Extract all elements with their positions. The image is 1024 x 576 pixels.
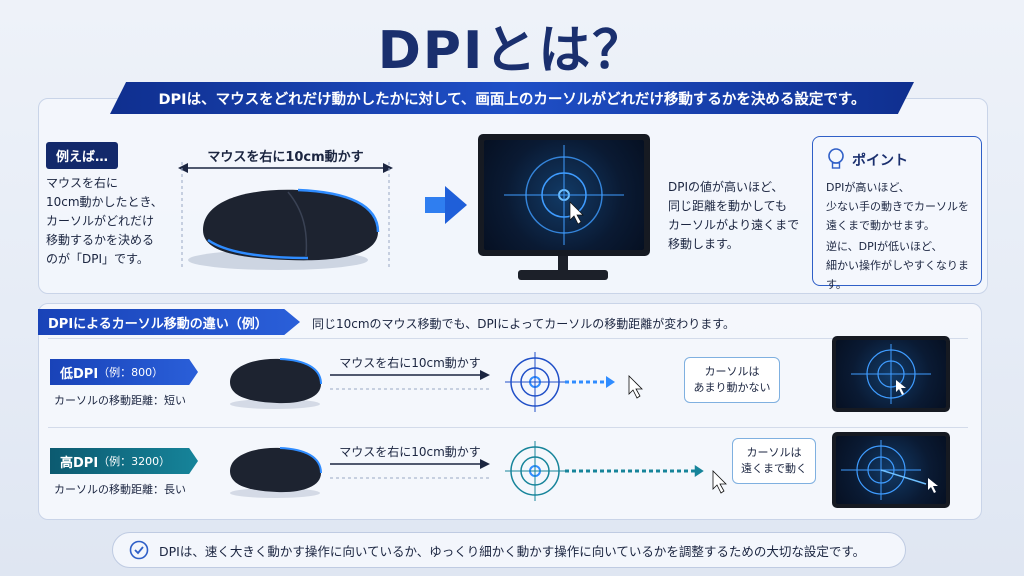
high-move-label: マウスを右に10cm動かす [339, 445, 481, 459]
point-text: DPIが高いほど、 少ない手の動きでカーソルを 遠くまで動かせます。 逆に、DP… [826, 178, 982, 294]
cursor-icon [712, 470, 727, 494]
move-distance-label: マウスを右に10cm動かす [207, 150, 364, 165]
low-move-label: マウスを右に10cm動かす [339, 356, 481, 370]
low-dpi-tag: 低DPI （例：800） [50, 359, 198, 385]
comparison-intro: 同じ10cmのマウス移動でも、DPIによってカーソルの移動距離が変わります。 [312, 317, 736, 331]
definition-banner: DPIは、マウスをどれだけ動かしたかに対して、画面上のカーソルがどれだけ移動する… [110, 82, 914, 114]
right-arrow-icon [425, 186, 467, 224]
lightbulb-icon [828, 148, 844, 169]
point-line: DPIが高いほど、 [826, 181, 910, 194]
mouse-illustration-large [178, 162, 393, 270]
example-line: カーソルがどれだけ [46, 214, 155, 228]
divider [48, 338, 968, 339]
bubble-line: あまり動かない [693, 381, 771, 394]
note-line: DPIの値が高いほど、 [668, 180, 784, 194]
high-dpi-example: （例：3200） [98, 455, 171, 468]
monitor-stand [518, 270, 608, 280]
cursor-icon [928, 478, 938, 493]
point-line: 逆に、DPIが低いほど、 [826, 240, 943, 253]
summary-text: DPIは、速く大きく動かす操作に向いているか、ゆっくり細かく動かす操作に向いてい… [159, 543, 866, 559]
crosshair-target-icon [505, 352, 565, 412]
low-dpi-desc: カーソルの移動距離：短い [54, 394, 186, 407]
mouse-icon [230, 358, 322, 409]
low-distance-arrowhead [606, 376, 615, 388]
high-dpi-label: 高DPI [60, 455, 99, 471]
note-line: 移動します。 [668, 237, 739, 251]
point-line: 少ない手の動きでカーソルを [826, 200, 969, 213]
cursor-icon [896, 380, 906, 395]
cursor-icon [569, 201, 584, 225]
high-dpi-tag: 高DPI （例：3200） [50, 448, 198, 474]
monitor-neck [558, 256, 568, 272]
example-line: 移動するかを決める [46, 233, 155, 247]
monitor-large [478, 134, 650, 256]
bubble-line: カーソルは [746, 446, 802, 459]
low-dpi-cursor-track [505, 352, 643, 412]
monitor-small-high [832, 432, 950, 508]
example-text: マウスを右に 10cm動かしたとき、 カーソルがどれだけ 移動するかを決める の… [46, 174, 181, 269]
note-line: カーソルがより遠くまで [668, 218, 800, 232]
high-move-arrow [330, 459, 490, 479]
crosshair-target-icon [851, 344, 931, 404]
monitor-screen [484, 140, 644, 250]
crosshair-target-icon [505, 441, 565, 501]
high-dpi-bubble: カーソルは 遠くまで動く [732, 438, 816, 484]
low-dpi-example: （例：800） [98, 366, 164, 379]
point-title: ポイント [852, 153, 908, 169]
comparison-panel [38, 303, 982, 520]
high-dpi-desc: カーソルの移動距離：長い [54, 483, 186, 496]
bubble-line: カーソルは [704, 365, 760, 378]
low-move-arrow [330, 370, 490, 390]
comparison-tag: DPIによるカーソル移動の違い（例） [38, 309, 300, 335]
crosshair-target-icon [841, 440, 938, 500]
example-line: 10cm動かしたとき、 [46, 195, 163, 209]
high-dpi-note: DPIの値が高いほど、 同じ距離を動かしても カーソルがより遠くまで 移動します… [668, 178, 808, 254]
point-line: 細かい操作がしやすくなります。 [826, 259, 969, 291]
example-line: マウスを右に [46, 176, 119, 190]
point-line: 遠くまで動かせます。 [826, 219, 935, 232]
point-box [812, 136, 982, 286]
high-distance-arrowhead [694, 465, 704, 477]
example-line: のが「DPI」です。 [46, 252, 149, 266]
bubble-line: 遠くまで動く [741, 462, 807, 475]
check-circle-icon [129, 540, 149, 560]
low-dpi-label: 低DPI [60, 366, 99, 382]
example-tag: 例えば… [46, 142, 119, 169]
summary-footer: DPIは、速く大きく動かす操作に向いているか、ゆっくり細かく動かす操作に向いてい… [112, 532, 906, 568]
cursor-icon [628, 375, 643, 399]
crosshair-target-icon [504, 145, 624, 245]
low-dpi-bubble: カーソルは あまり動かない [684, 357, 780, 403]
note-line: 同じ距離を動かしても [668, 199, 788, 213]
divider [48, 427, 968, 428]
monitor-small-low [832, 336, 950, 412]
page-title: DPIとは？ [377, 21, 647, 81]
high-dpi-cursor-track [505, 441, 727, 501]
mouse-icon [230, 447, 322, 498]
